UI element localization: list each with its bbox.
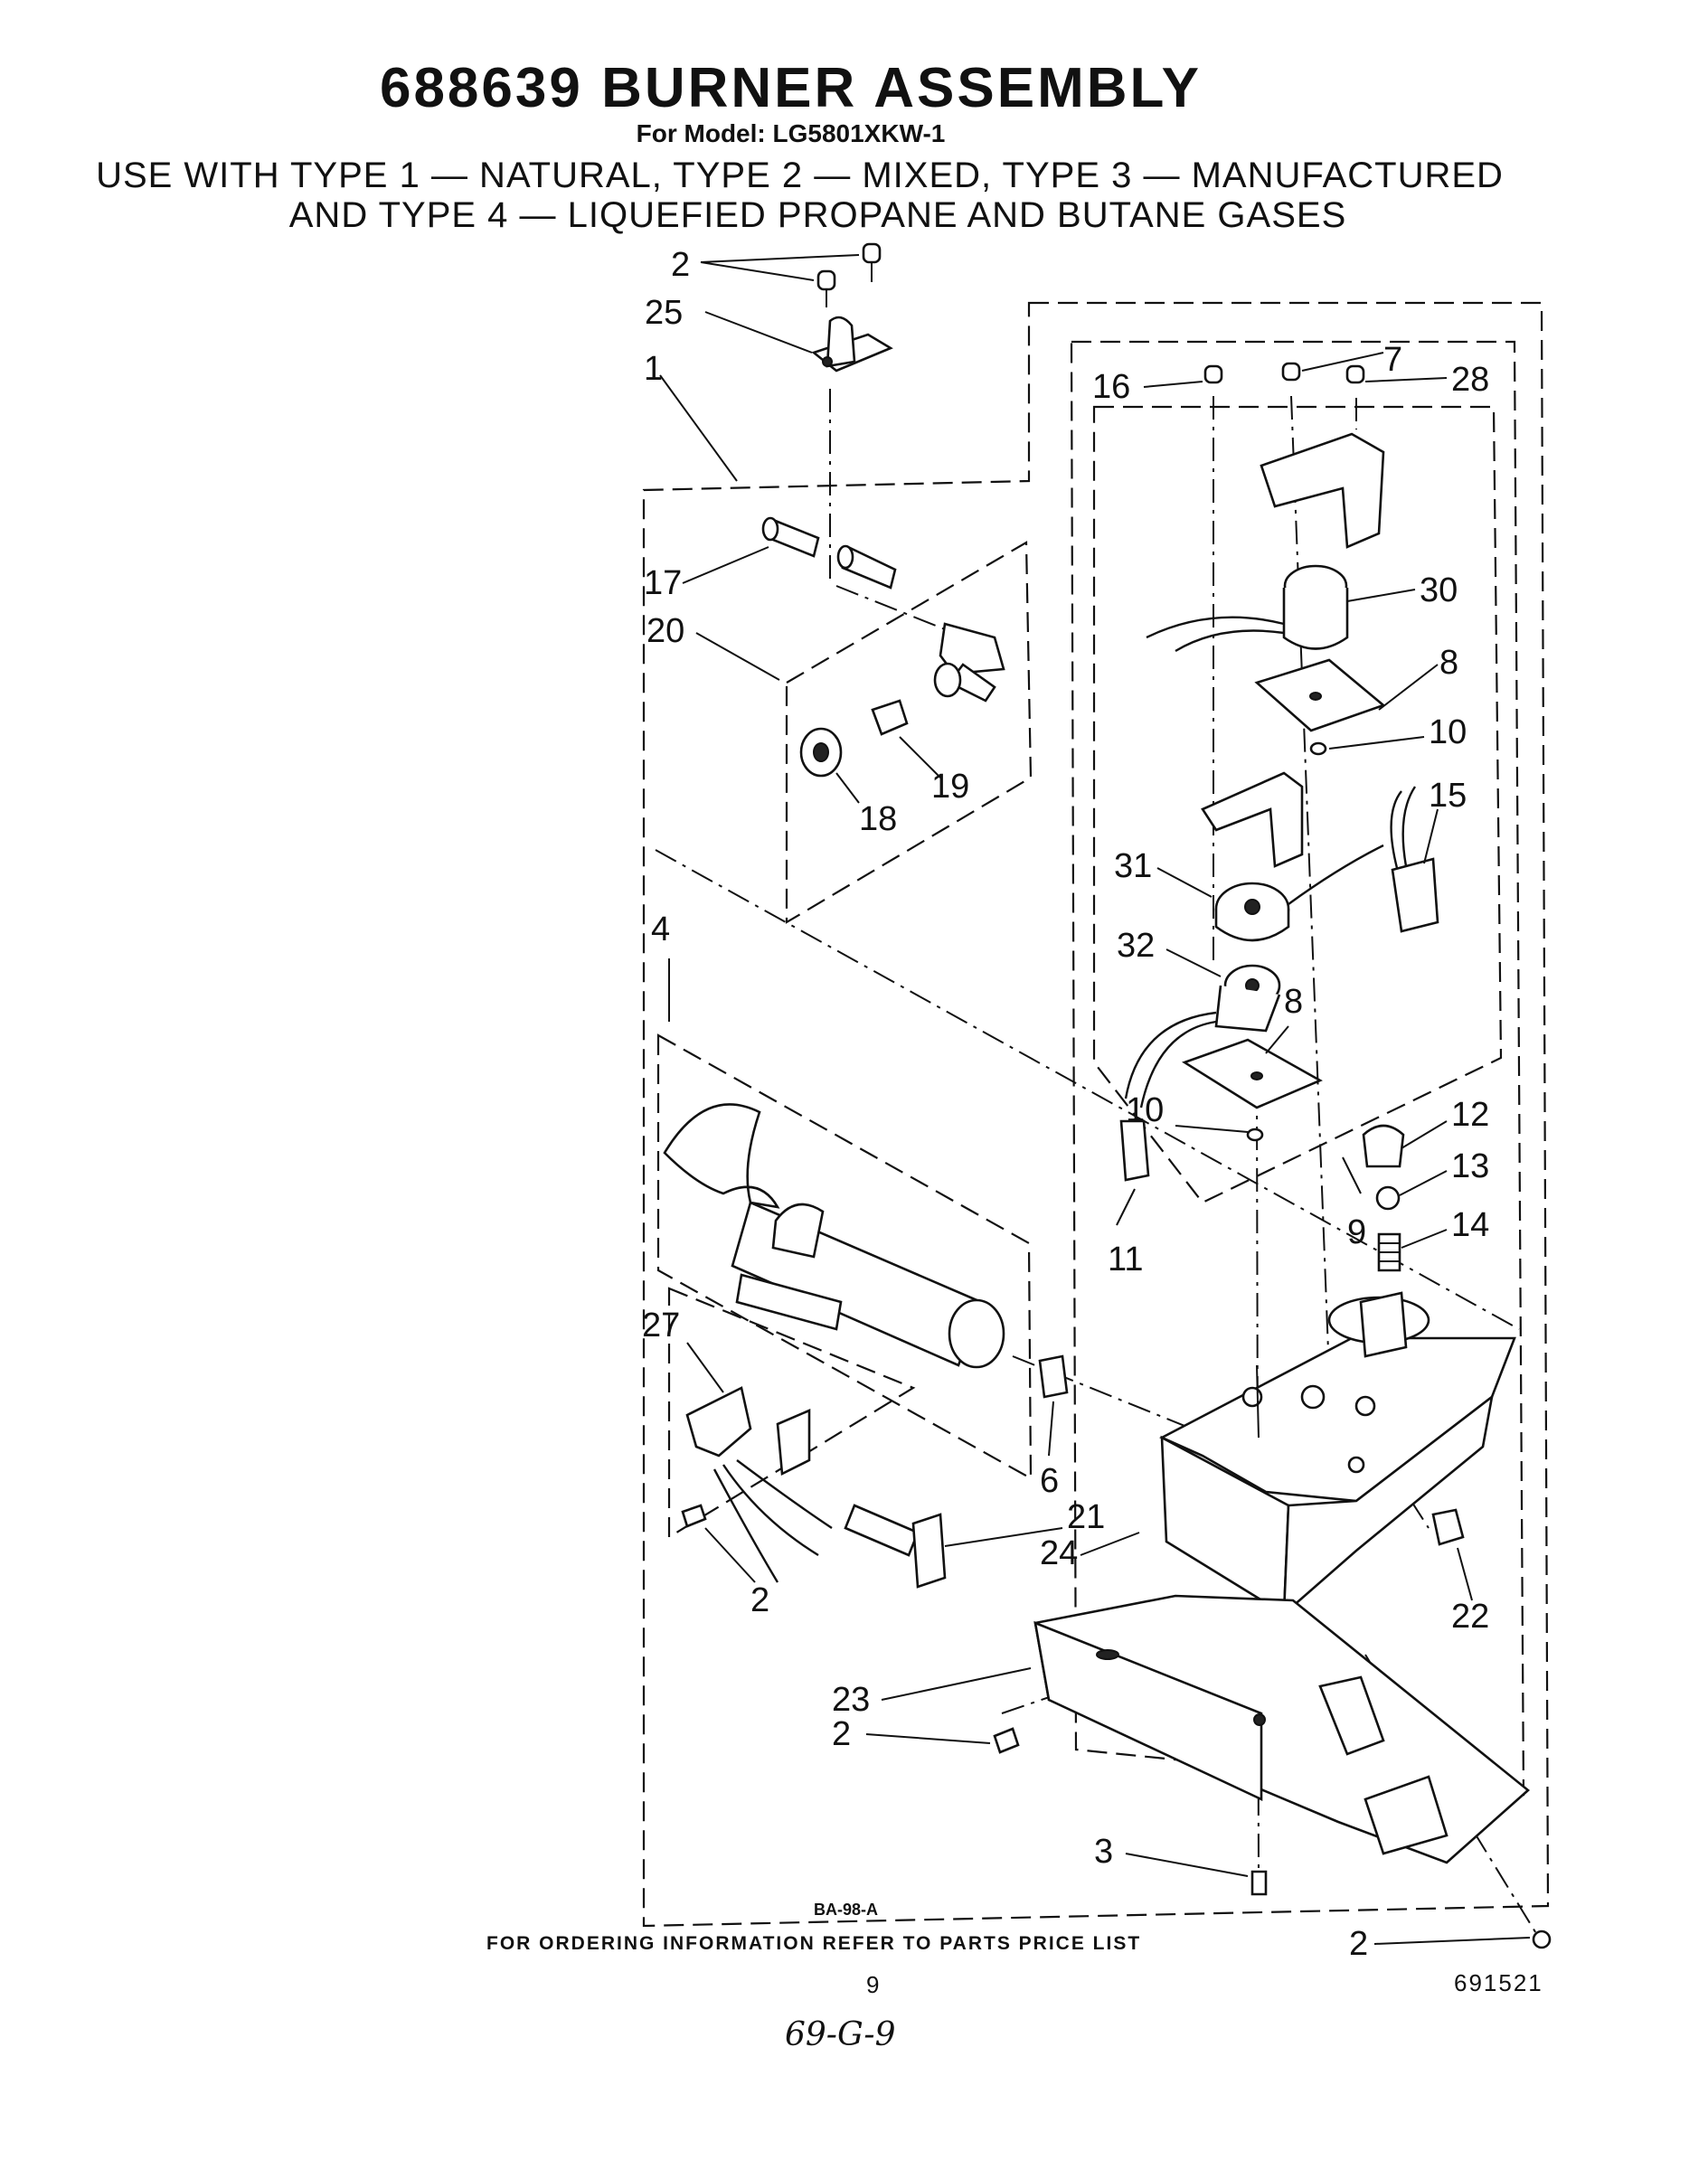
callout: 2 <box>750 1581 769 1619</box>
screws-16-7-28 <box>1203 362 1365 384</box>
callout: 28 <box>1451 361 1489 399</box>
plate-part-8 <box>1254 658 1386 732</box>
callout: 30 <box>1420 571 1458 609</box>
centerline <box>1290 395 1330 1375</box>
handwritten-note: 69-G-9 <box>785 2016 896 2053</box>
model-subtitle: For Model: LG5801XKW-1 <box>636 119 946 147</box>
centerline <box>655 849 1520 1330</box>
terminal-part-11 <box>1119 1119 1150 1182</box>
callout: 22 <box>1451 1598 1489 1636</box>
callout: 10 <box>1126 1091 1164 1129</box>
connector-part-15 <box>1390 786 1439 933</box>
valve-body-part-24 <box>1159 1291 1516 1617</box>
igniter-part-21 <box>844 1504 947 1589</box>
callout: 8 <box>1439 644 1458 682</box>
usage-line-2: AND TYPE 4 — LIQUEFIED PROPANE AND BUTAN… <box>288 195 1347 235</box>
callout: 31 <box>1114 847 1152 885</box>
callout: 8 <box>1284 983 1303 1021</box>
centerline <box>835 585 955 634</box>
callout: 18 <box>859 800 897 838</box>
fitting-part-6 <box>1038 1354 1069 1399</box>
assembly-boundary-controls <box>1092 405 1503 1204</box>
callout: 4 <box>651 910 670 948</box>
callout: 2 <box>832 1715 851 1753</box>
callout: 1 <box>644 350 663 388</box>
fitting-part-22 <box>1431 1508 1465 1546</box>
callout: 9 <box>1347 1213 1366 1251</box>
spring-part-14 <box>1377 1232 1401 1272</box>
cap-part-12 <box>1362 1124 1405 1168</box>
screw-part-2-left <box>681 1504 707 1528</box>
assembly-boundary-20 <box>785 541 1033 924</box>
ordering-note: FOR ORDERING INFORMATION REFER TO PARTS … <box>486 1933 1142 1954</box>
solenoid-part-30 <box>1146 564 1349 653</box>
callout: 3 <box>1094 1833 1113 1871</box>
assembly-boundary-4 <box>656 1033 1033 1480</box>
callout: 32 <box>1117 927 1155 965</box>
callout-labels: 2 25 1 16 7 28 30 8 10 15 17 20 19 18 31… <box>642 246 1489 1963</box>
screw-part-2-bottom <box>1532 1929 1552 1949</box>
coil-part-31 <box>1214 844 1384 942</box>
plate-part-8-lower <box>1182 1038 1323 1109</box>
callout: 24 <box>1040 1534 1078 1572</box>
assembly-boundary-1 <box>642 301 1550 1928</box>
callout: 10 <box>1429 713 1467 751</box>
screw-part-2-mid <box>993 1727 1020 1754</box>
centerline <box>1256 1084 1260 1882</box>
callout: 11 <box>1108 1241 1143 1278</box>
callout: 7 <box>1383 341 1402 379</box>
bracket-middle <box>1201 771 1304 868</box>
callout: 15 <box>1429 777 1467 815</box>
callout: 2 <box>671 246 690 284</box>
base-bracket-part-23 <box>1033 1594 1531 1864</box>
callout: 12 <box>1451 1096 1489 1134</box>
pipe-part-17 <box>761 516 897 590</box>
thermocouple-part-32 <box>1124 964 1281 1109</box>
valve-part-20 <box>933 622 1005 703</box>
page-title: 688639 BURNER ASSEMBLY <box>379 57 1203 119</box>
burner-tube-part-4 <box>663 1103 1005 1369</box>
catalog-number: 691521 <box>1454 1969 1543 1996</box>
page-number: 9 <box>866 1971 880 1998</box>
callout: 25 <box>645 294 683 332</box>
orifice-part-19 <box>871 699 909 736</box>
callout: 17 <box>644 564 682 602</box>
callout: 23 <box>832 1681 870 1719</box>
callout: 2 <box>1349 1925 1368 1963</box>
bracket-upper <box>1260 432 1385 549</box>
callout: 13 <box>1451 1147 1489 1185</box>
usage-line-1: USE WITH TYPE 1 — NATURAL, TYPE 2 — MIXE… <box>96 156 1504 195</box>
callout: 6 <box>1040 1462 1059 1500</box>
leader-lines <box>659 254 1531 1945</box>
washer-part-10-lower <box>1246 1127 1264 1142</box>
callout: 20 <box>646 612 684 650</box>
screw-part-3 <box>1250 1870 1268 1896</box>
callout: 14 <box>1451 1206 1489 1244</box>
igniter-bracket-part-27 <box>685 1386 833 1583</box>
callout: 21 <box>1067 1498 1105 1536</box>
nut-part-18 <box>799 727 843 778</box>
spring-part-13 <box>1375 1185 1401 1211</box>
callout: 19 <box>931 768 969 806</box>
drawing-code: BA-98-A <box>814 1901 878 1919</box>
callout: 27 <box>642 1307 680 1344</box>
screw-part-2 <box>816 242 882 307</box>
washer-part-10 <box>1309 741 1327 756</box>
clamp-part-25 <box>811 316 893 373</box>
callout: 16 <box>1092 368 1130 406</box>
